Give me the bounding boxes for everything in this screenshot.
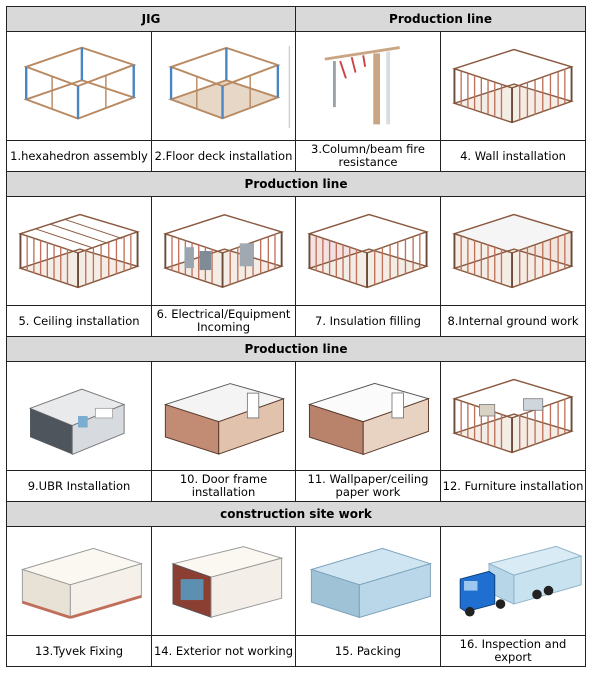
equipment-module-icon bbox=[164, 213, 283, 289]
step-16-caption: 16. Inspection and export bbox=[440, 635, 586, 667]
step-13-image bbox=[6, 526, 152, 636]
bathroom-unit-icon bbox=[28, 388, 126, 456]
step-14-image bbox=[151, 526, 296, 636]
step-9-image bbox=[6, 361, 152, 471]
step-1-caption: 1.hexahedron assembly bbox=[6, 140, 152, 172]
tyvek-box-icon bbox=[21, 547, 142, 619]
step-12-caption: 12. Furniture installation bbox=[440, 470, 586, 502]
step-15-image bbox=[295, 526, 441, 636]
section-header-jig: JIG bbox=[6, 6, 296, 32]
section-header-production-line-3: Production line bbox=[6, 336, 586, 362]
step-14-caption: 14. Exterior not working bbox=[151, 635, 296, 667]
step-15-caption: 15. Packing bbox=[295, 635, 441, 667]
step-11-caption: 11. Wallpaper/ceiling paper work bbox=[295, 470, 441, 502]
frame-icon bbox=[25, 46, 135, 120]
wallpaper-module-icon bbox=[307, 382, 431, 456]
step-2-caption: 2.Floor deck installation bbox=[151, 140, 296, 172]
section-header-production-line-2: Production line bbox=[6, 171, 586, 197]
step-5-image bbox=[6, 196, 152, 306]
step-10-caption: 10. Door frame installation bbox=[151, 470, 296, 502]
exterior-module-icon bbox=[171, 546, 284, 618]
step-13-caption: 13.Tyvek Fixing bbox=[6, 635, 152, 667]
step-8-image bbox=[440, 196, 586, 306]
step-1-image bbox=[6, 31, 152, 141]
section-header-construction-site-work: construction site work bbox=[6, 501, 586, 527]
ground-work-module-icon bbox=[453, 213, 573, 289]
ceiling-frame-icon bbox=[19, 213, 139, 289]
step-7-caption: 7. Insulation filling bbox=[295, 305, 441, 337]
step-6-image bbox=[151, 196, 296, 306]
step-6-caption: 6. Electrical/Equipment Incoming bbox=[151, 305, 296, 337]
step-9-caption: 9.UBR Installation bbox=[6, 470, 152, 502]
step-4-image bbox=[440, 31, 586, 141]
column-beam-icon bbox=[324, 46, 400, 125]
truck-icon bbox=[459, 545, 583, 617]
wall-frame-icon bbox=[453, 48, 573, 124]
step-10-image bbox=[151, 361, 296, 471]
floor-deck-icon bbox=[169, 45, 290, 128]
process-table: JIG Production line bbox=[6, 6, 586, 667]
section-header-production-line: Production line bbox=[295, 6, 586, 32]
step-7-image bbox=[295, 196, 441, 306]
step-3-image bbox=[295, 31, 441, 141]
step-2-image bbox=[151, 31, 296, 141]
step-12-image bbox=[440, 361, 586, 471]
step-16-image bbox=[440, 526, 586, 636]
step-11-image bbox=[295, 361, 441, 471]
door-frame-module-icon bbox=[163, 383, 286, 455]
step-8-caption: 8.Internal ground work bbox=[440, 305, 586, 337]
insulation-module-icon bbox=[308, 213, 428, 289]
step-5-caption: 5. Ceiling installation bbox=[6, 305, 152, 337]
packed-box-icon bbox=[309, 547, 433, 619]
step-3-caption: 3.Column/beam fire resistance bbox=[295, 140, 441, 172]
furniture-module-icon bbox=[453, 378, 573, 454]
step-4-caption: 4. Wall installation bbox=[440, 140, 586, 172]
